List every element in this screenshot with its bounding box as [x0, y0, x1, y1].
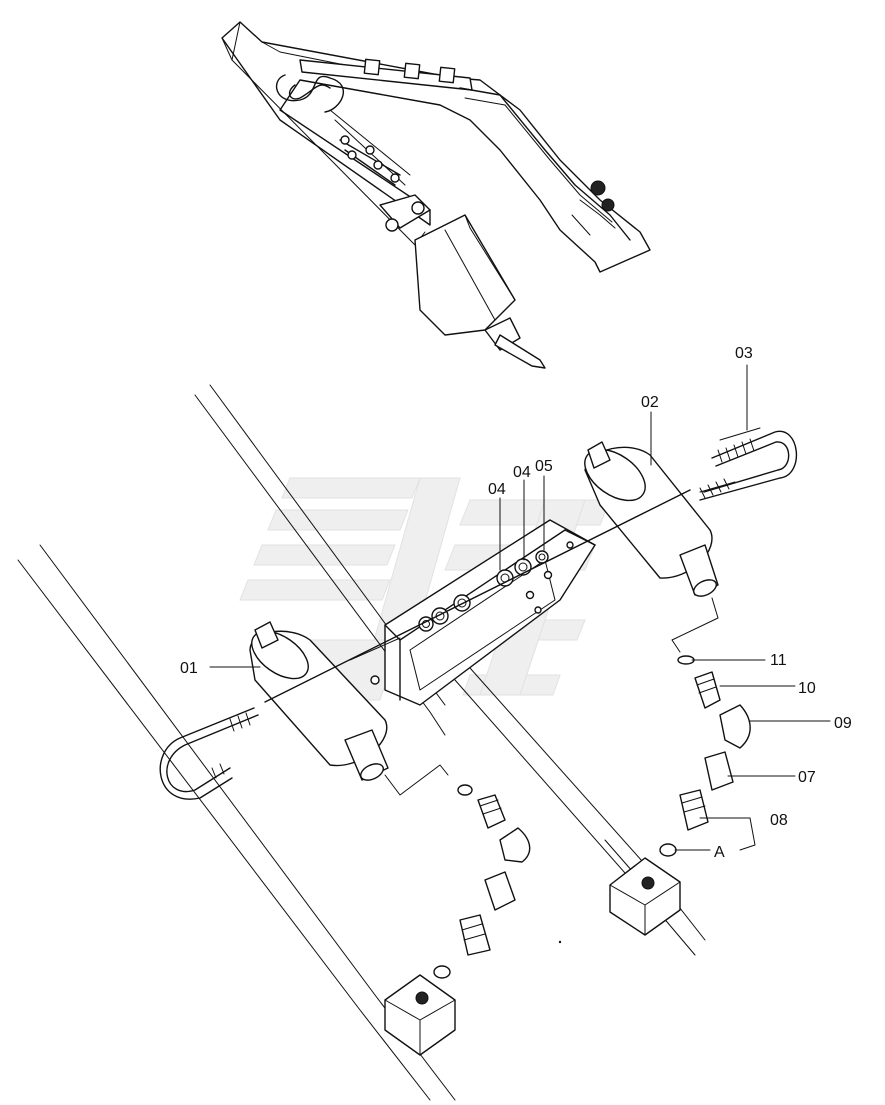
pipe-block-right: [609, 857, 681, 936]
callout-04b: 04: [513, 464, 531, 481]
washer-right: [535, 550, 549, 564]
leader-lines: [209, 364, 831, 851]
callout-07: 07: [798, 769, 816, 786]
pipe-block-left: [384, 974, 456, 1056]
fitting-chain-right: [659, 597, 751, 857]
tie-rod: [264, 489, 691, 703]
u-bolt-right: [699, 427, 798, 501]
watermark-logo: [239, 477, 611, 701]
callout-02: 02: [641, 394, 659, 411]
callout-04a: 04: [488, 481, 506, 498]
callout-10: 10: [798, 680, 816, 697]
nut-left-b: [431, 607, 449, 625]
mounting-bracket: [370, 519, 596, 706]
callout-05: 05: [535, 458, 553, 475]
fitting-chain-left: [384, 764, 531, 979]
accumulator-right: [584, 441, 719, 597]
accumulator-left: [249, 621, 389, 781]
callout-03: 03: [735, 345, 753, 362]
speck: [558, 940, 562, 944]
callout-08: 08: [770, 812, 788, 829]
callout-01: 01: [180, 660, 198, 677]
excavator-arm-illustration: [221, 21, 651, 369]
callout-11: 11: [770, 652, 787, 669]
callout-a: A: [714, 844, 725, 861]
callout-09: 09: [834, 715, 852, 732]
nut-right-a: [496, 569, 514, 587]
u-bolt-left: [159, 707, 259, 800]
